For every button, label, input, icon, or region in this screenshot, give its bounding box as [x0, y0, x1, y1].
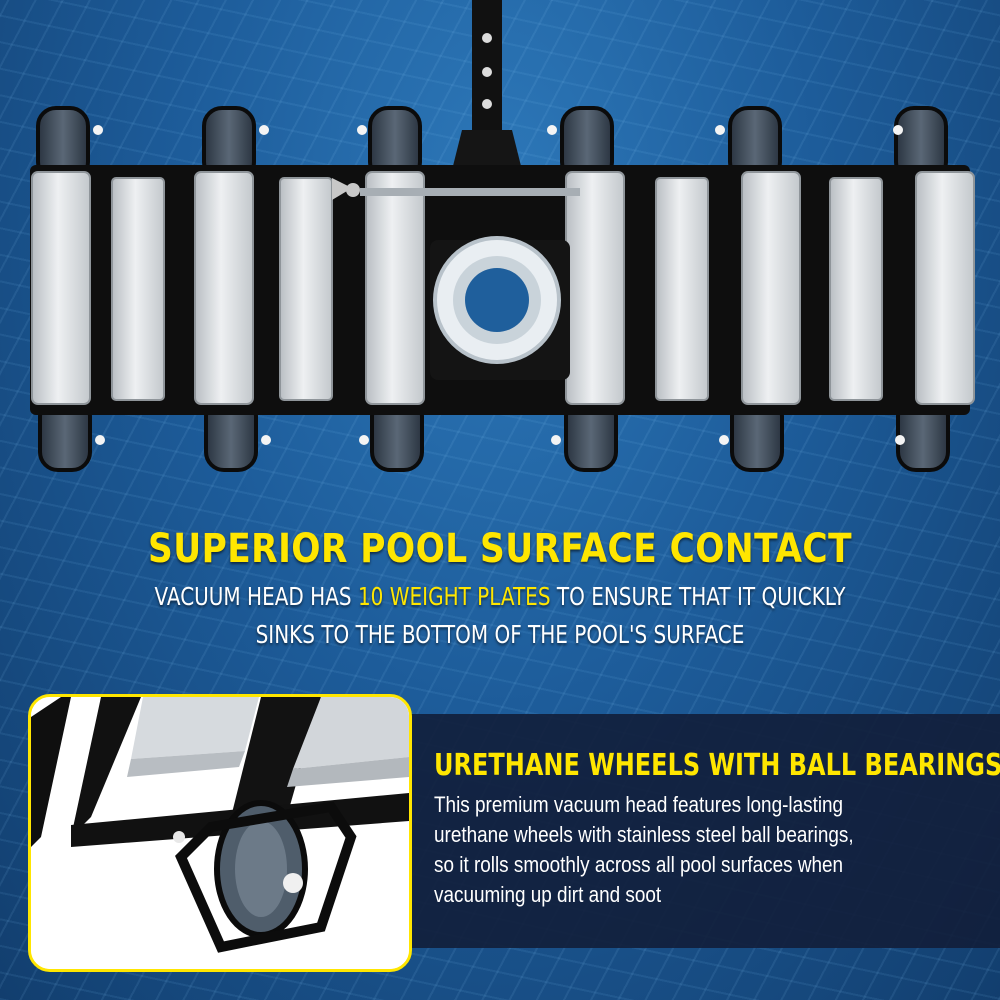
feature-description-line: urethane wheels with stainless steel bal…: [434, 822, 854, 847]
feature-description-line: so it rolls smoothly across all pool sur…: [434, 852, 844, 877]
feature-description: This premium vacuum head features long-l…: [434, 790, 1000, 910]
feature-title: URETHANE WHEELS WITH BALL BEARINGS: [434, 748, 1000, 783]
feature-panel: [410, 714, 1000, 948]
subheadline-line-1: VACUUM HEAD HAS 10 WEIGHT PLATES TO ENSU…: [100, 578, 900, 616]
feature-description-line: This premium vacuum head features long-l…: [434, 792, 844, 817]
subheadline-text: TO ENSURE THAT IT QUICKLY: [550, 582, 846, 611]
wheel-closeup-image: [28, 694, 412, 972]
subheadline: VACUUM HEAD HAS 10 WEIGHT PLATES TO ENSU…: [0, 578, 1000, 654]
feature-description-line: vacuuming up dirt and soot: [434, 882, 662, 907]
weight-plates-highlight: 10 WEIGHT PLATES: [357, 582, 551, 611]
vacuum-head-image: [30, 0, 975, 472]
subheadline-line-2: SINKS TO THE BOTTOM OF THE POOL'S SURFAC…: [255, 620, 745, 649]
subheadline-text: VACUUM HEAD HAS: [154, 582, 358, 611]
headline: SUPERIOR POOL SURFACE CONTACT: [148, 526, 852, 572]
